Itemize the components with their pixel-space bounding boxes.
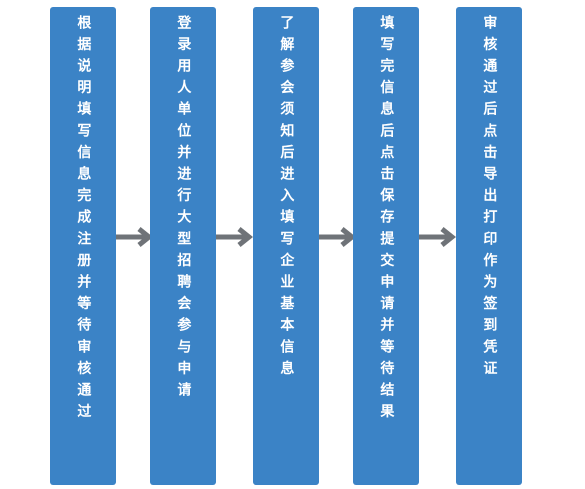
arrow-1-icon: [116, 227, 158, 247]
step-1-text: 根据说明填写信息完成注册并等待审核通过: [75, 15, 92, 426]
step-2-box: 登录用人单位并进行大型招聘会参与申请: [150, 7, 216, 485]
step-1-box: 根据说明填写信息完成注册并等待审核通过: [50, 7, 116, 485]
arrow-4-icon: [419, 227, 461, 247]
step-4-text: 填写完信息后点击保存提交申请并等待结果: [378, 15, 395, 426]
arrow-2-icon: [216, 227, 258, 247]
step-2-text: 登录用人单位并进行大型招聘会参与申请: [175, 15, 192, 404]
arrow-3-icon: [319, 227, 361, 247]
step-5-text: 审核通过后点击导出打印作为签到凭证: [481, 15, 498, 383]
step-5-box: 审核通过后点击导出打印作为签到凭证: [456, 7, 522, 485]
step-4-box: 填写完信息后点击保存提交申请并等待结果: [353, 7, 419, 485]
step-3-box: 了解参会须知后进入填写企业基本信息: [253, 7, 319, 485]
step-3-text: 了解参会须知后进入填写企业基本信息: [278, 15, 295, 383]
